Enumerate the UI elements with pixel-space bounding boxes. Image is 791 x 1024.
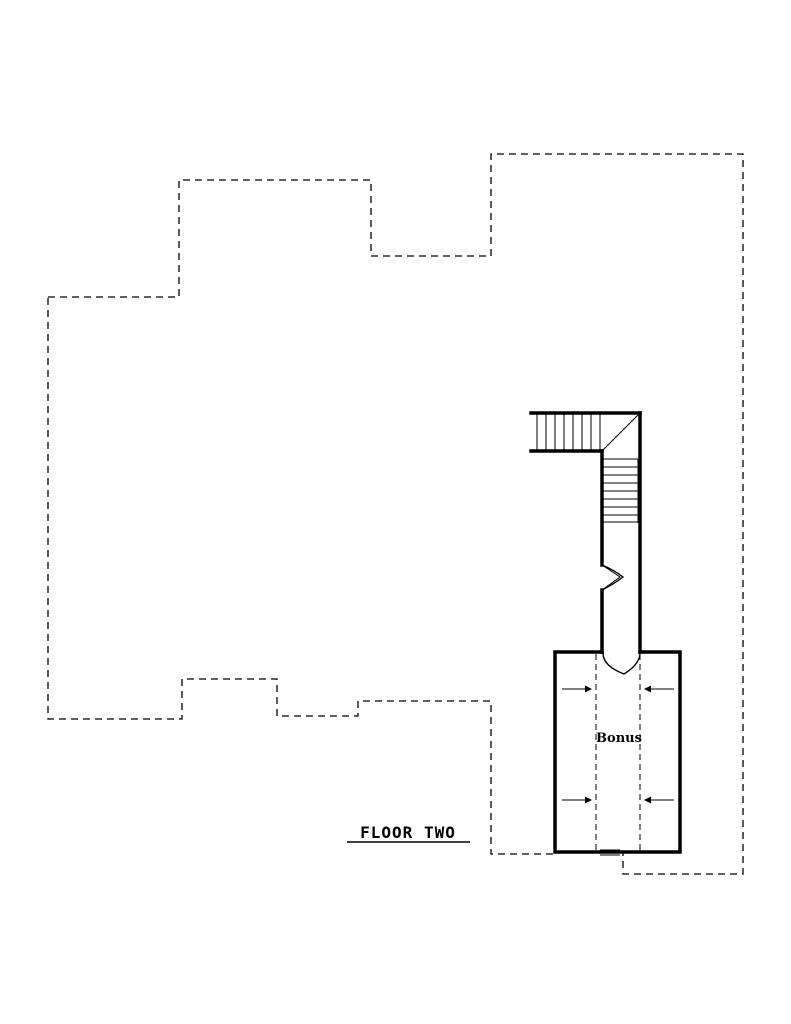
footprint-outline xyxy=(47,153,744,875)
lower-stair xyxy=(600,411,642,654)
bonus-room xyxy=(553,650,682,856)
slope-arrows xyxy=(562,685,674,804)
upper-stair xyxy=(529,411,642,453)
room-label-bonus: Bonus xyxy=(596,731,642,746)
floor-title: FLOOR TWO xyxy=(360,823,456,842)
hall-door xyxy=(601,564,625,591)
